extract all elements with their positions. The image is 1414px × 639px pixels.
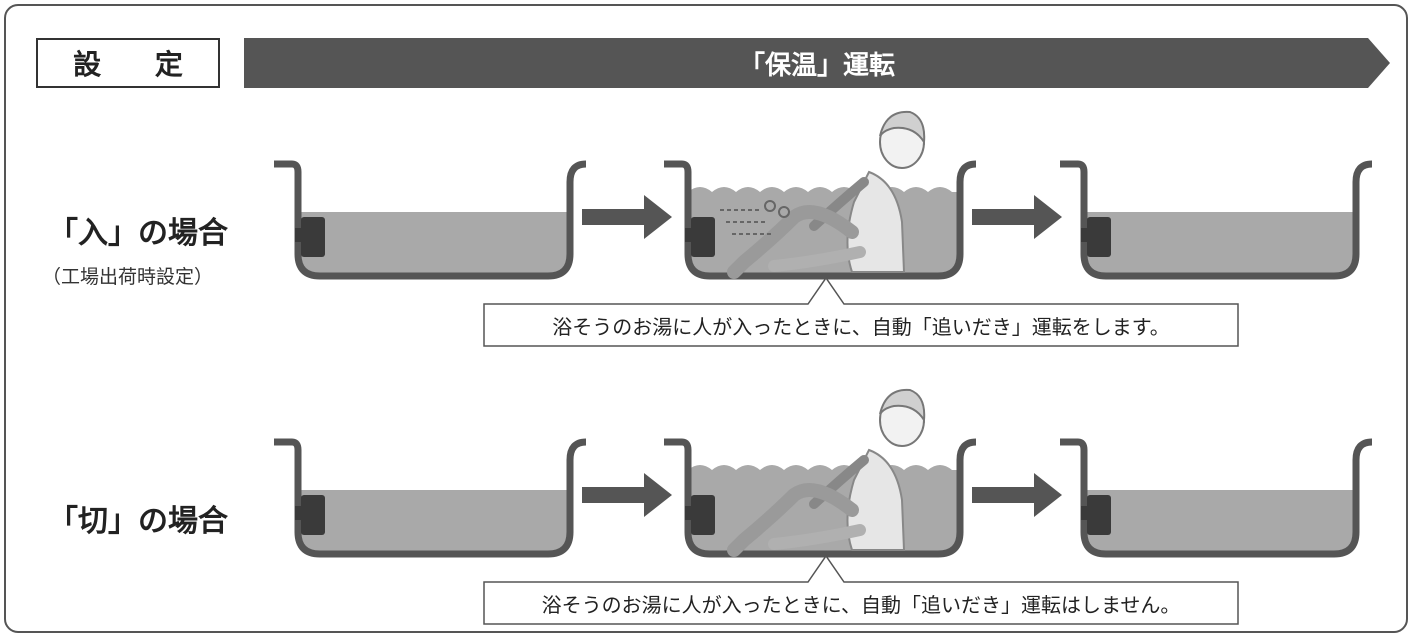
- callout-row2-box: [483, 554, 1239, 625]
- callout-row2-text: 浴そうのお湯に人が入ったときに、自動「追いだき」運転はしません。: [541, 592, 1181, 617]
- mode-banner: 「保温」運転: [244, 38, 1390, 88]
- arrow-row2-a: [582, 473, 672, 517]
- arrow-row1-b: [972, 195, 1062, 239]
- row-on-sublabel: （工場出荷時設定）: [42, 266, 214, 288]
- arrow-row2-b: [972, 473, 1062, 517]
- row-off-label: 「切」の場合: [48, 504, 228, 539]
- mode-title: 「保温」運転: [738, 50, 895, 81]
- row-on-label: 「入」の場合: [48, 216, 228, 251]
- setting-label: 設 定: [36, 38, 220, 88]
- tub-row1-before: [274, 164, 586, 276]
- tub-row2-bather: [664, 390, 976, 554]
- callout-row1-text: 浴そうのお湯に人が入ったときに、自動「追いだき」運転をします。: [552, 314, 1170, 339]
- tub-row1-bather: [664, 112, 976, 276]
- tub-row2-after: [1060, 442, 1372, 554]
- tub-row2-before: [274, 442, 586, 554]
- banner-arrow-shape: [244, 38, 1390, 88]
- arrow-row1-a: [582, 195, 672, 239]
- callout-row1-box: [483, 276, 1239, 347]
- tub-row1-after: [1060, 164, 1372, 276]
